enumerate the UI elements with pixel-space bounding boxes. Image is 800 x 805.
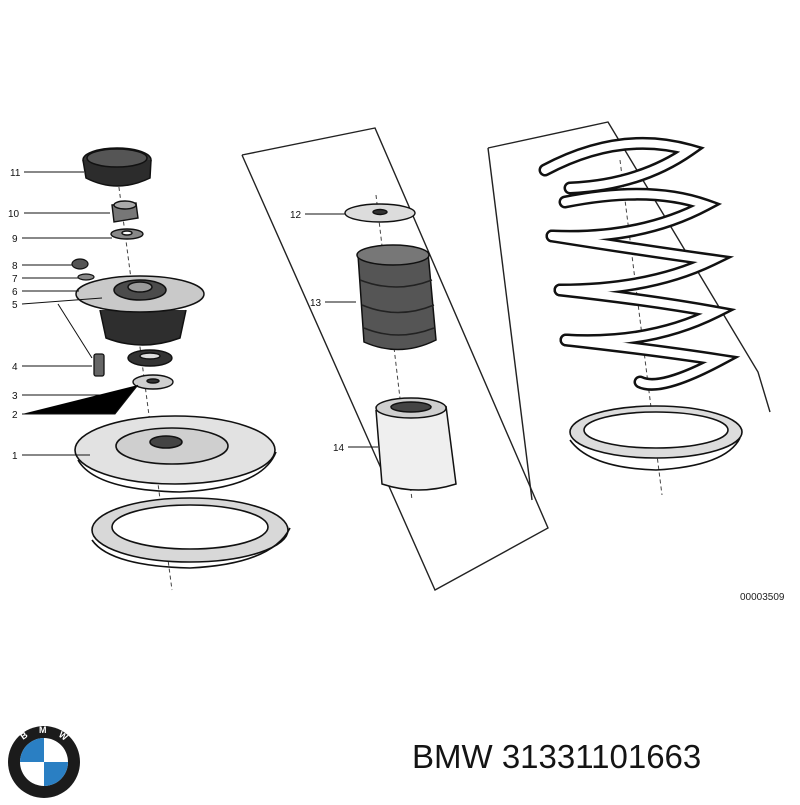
part-7-washer	[77, 273, 95, 281]
callout-12: 12	[290, 210, 302, 221]
svg-text:B: B	[18, 729, 29, 741]
part-4-bolt	[93, 353, 105, 377]
callout-13: 13	[310, 298, 322, 309]
callout-14: 14	[333, 443, 345, 454]
lower-spring-pad	[91, 497, 291, 569]
leader-lines	[21, 171, 378, 456]
upper-spring-pad	[569, 405, 743, 471]
callout-8: 8	[12, 261, 18, 272]
part-8-nut	[71, 258, 89, 270]
callout-7: 7	[12, 274, 18, 285]
bmw-logo: B M W	[6, 724, 82, 800]
part-caption: BMW 31331101663	[412, 738, 701, 776]
callout-11: 11	[10, 168, 21, 179]
callout-labels: 11 10 9 8 7 6 5 4 3 2 1 12 13 14 0000350…	[8, 168, 785, 603]
brand-name: BMW	[412, 738, 493, 775]
part-13-bump-stop	[356, 244, 437, 351]
part-14-dust-boot	[375, 397, 457, 491]
callout-2: 2	[12, 410, 18, 421]
callout-10: 10	[8, 209, 20, 220]
part-1-spring-seat	[74, 415, 277, 493]
part-2-washer	[132, 374, 174, 390]
assembly-frame-right	[487, 121, 771, 501]
coil-spring-highlight	[541, 139, 733, 389]
part-11-cap	[82, 147, 152, 187]
svg-text:M: M	[39, 725, 47, 735]
part-3-pad	[127, 349, 173, 367]
callout-6: 6	[12, 287, 18, 298]
part-number: 31331101663	[501, 738, 702, 775]
callout-9: 9	[12, 234, 18, 245]
callout-5: 5	[12, 300, 18, 311]
diagram-code: 00003509	[740, 592, 785, 603]
assembly-frame-center	[241, 127, 549, 591]
callout-4: 4	[12, 362, 18, 373]
part-10-nut	[111, 200, 139, 223]
callout-1: 1	[12, 451, 18, 462]
part-9-washer	[110, 228, 144, 240]
part-5-strut-mount	[75, 275, 205, 346]
part-12-washer	[344, 203, 416, 223]
callout-3: 3	[12, 391, 18, 402]
